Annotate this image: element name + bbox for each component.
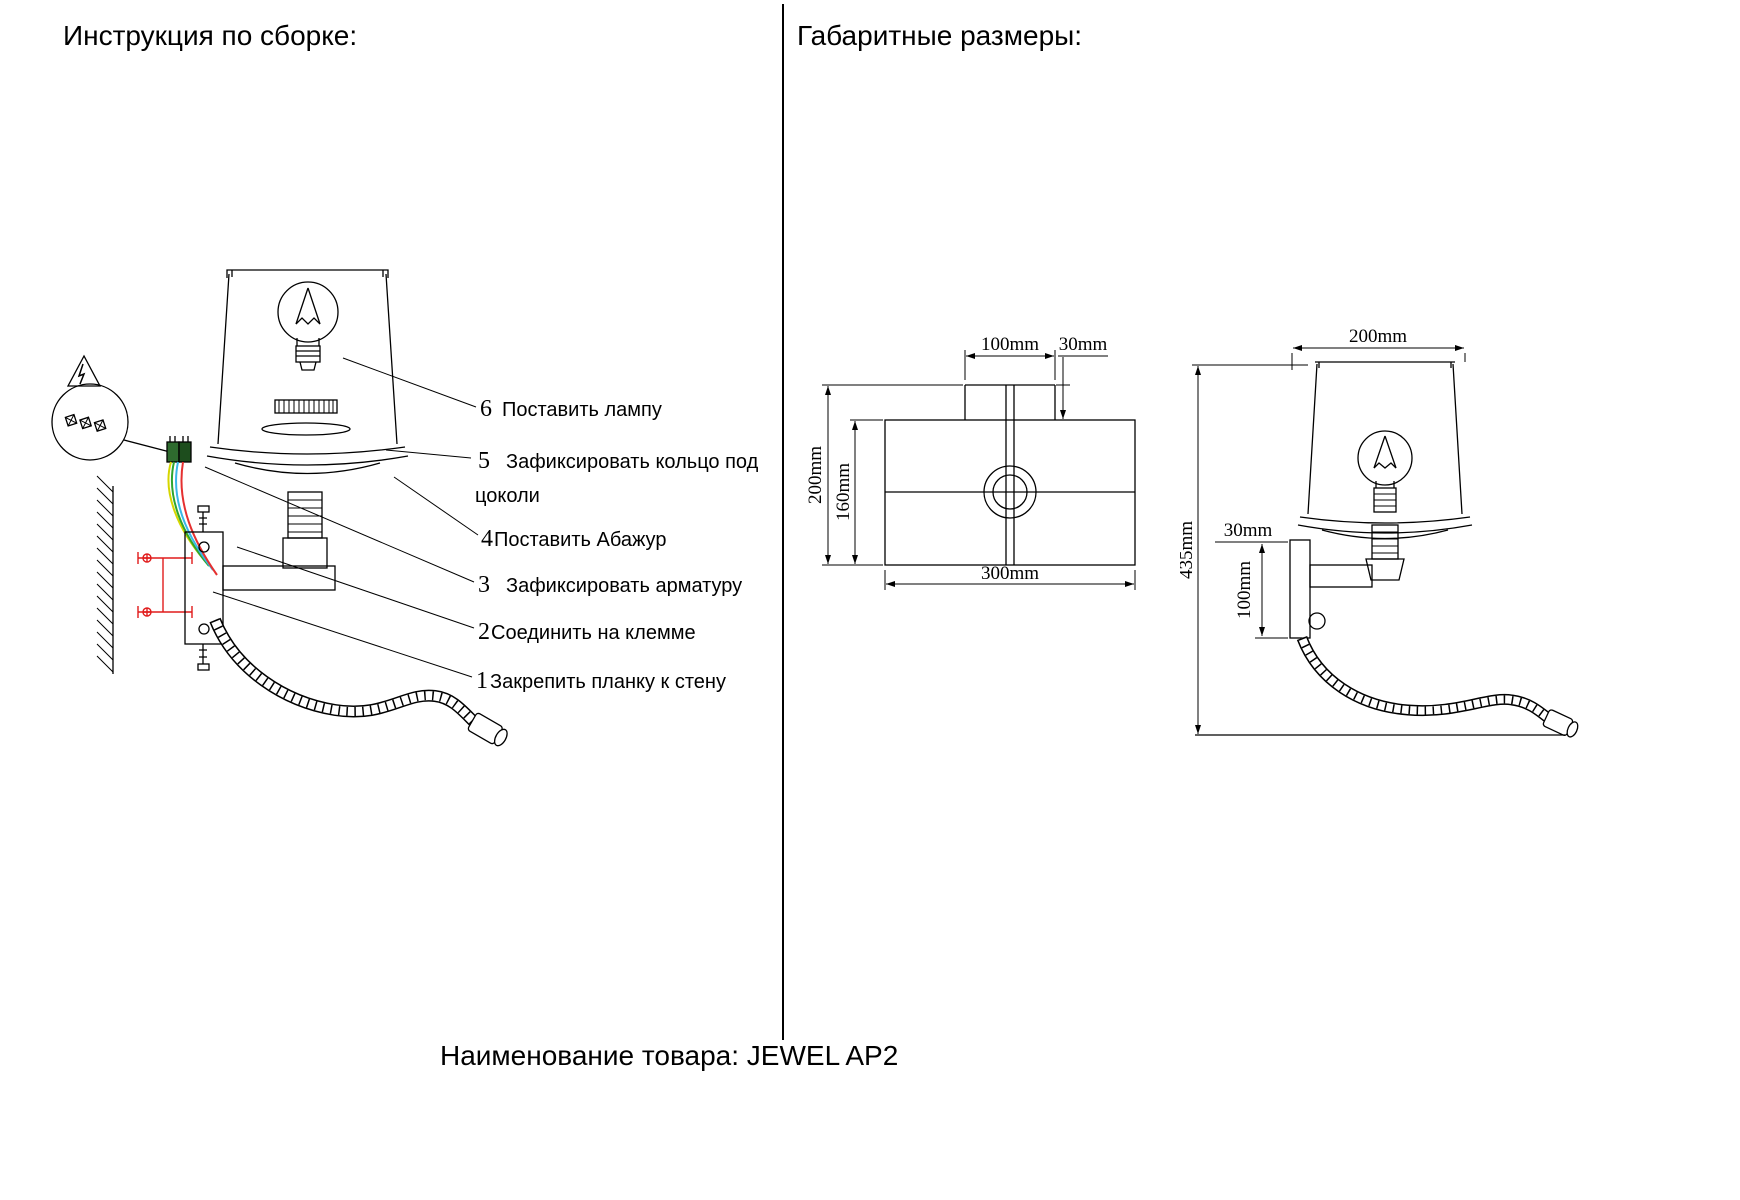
wall-hatching xyxy=(96,475,114,674)
mounting-marks xyxy=(137,552,193,618)
front-view-drawing: 100mm 30mm 200mm 160mm 300mm xyxy=(805,334,1136,590)
dim-front-width-top: 100mm xyxy=(981,334,1039,355)
dim-side-plate-offset: 30mm xyxy=(1224,520,1273,541)
leader-lines xyxy=(204,357,479,678)
lampshade-exploded xyxy=(206,269,409,475)
plate-arm-side xyxy=(1289,539,1373,639)
socket-side xyxy=(1365,524,1405,581)
step-5-label-line2: цоколи xyxy=(475,485,540,507)
assembly-title: Инструкция по сборке: xyxy=(63,20,358,51)
light-bulb xyxy=(277,281,339,371)
dimensions-title: Габаритные размеры: xyxy=(797,20,1083,51)
terminal-block xyxy=(166,436,192,463)
dim-side-height-total: 435mm xyxy=(1180,521,1197,579)
shade-front xyxy=(884,419,1136,566)
dim-front-width-bottom: 300mm xyxy=(981,563,1039,584)
dimension-lines-front xyxy=(822,350,1136,590)
dim-front-height-total: 200mm xyxy=(805,446,826,504)
step-3-label: Зафиксировать арматуру xyxy=(506,575,742,597)
step-5-number: 5 xyxy=(478,448,490,474)
step-1-number: 1 xyxy=(476,668,488,694)
canopy-front xyxy=(964,384,1056,420)
reading-light-head-side xyxy=(1542,709,1579,738)
gooseneck-flex-arm xyxy=(209,617,508,747)
dim-front-offset: 30mm xyxy=(1059,334,1108,355)
socket-ring-detail xyxy=(261,399,351,436)
step-6-number: 6 xyxy=(480,396,492,422)
step-1-label: Закрепить планку к стену xyxy=(490,671,726,693)
warning-triangle-icon xyxy=(66,354,102,387)
dim-side-plate-height: 100mm xyxy=(1234,561,1255,619)
side-view-drawing: 200mm 435mm 30mm 100mm xyxy=(1180,326,1579,738)
section-divider xyxy=(782,4,784,1040)
step-4-number: 4 xyxy=(481,526,493,552)
lamp-arm xyxy=(222,491,336,591)
dim-front-height-shade: 160mm xyxy=(833,463,854,521)
dimension-lines-side xyxy=(1192,345,1466,734)
step-labels: 6 Поставить лампу 5 Зафиксировать кольцо… xyxy=(475,396,759,694)
step-2-number: 2 xyxy=(478,619,490,645)
assembly-diagram: 6 Поставить лампу 5 Зафиксировать кольцо… xyxy=(51,269,759,747)
product-name: Наименование товара: JEWEL AP2 xyxy=(440,1040,899,1071)
bulb-side xyxy=(1357,430,1413,513)
reading-light-head xyxy=(467,712,508,747)
lightning-icon xyxy=(77,363,86,385)
step-3-number: 3 xyxy=(478,572,490,598)
step-4-label: Поставить Абажур xyxy=(494,529,666,551)
switch-knob xyxy=(1308,612,1326,630)
gooseneck-side xyxy=(1296,635,1579,738)
step-2-label: Соединить на клемме xyxy=(491,622,696,644)
dim-side-width-top: 200mm xyxy=(1349,326,1407,347)
warning-detail xyxy=(51,354,171,461)
step-5-label: Зафиксировать кольцо под xyxy=(506,451,759,473)
wires xyxy=(167,461,218,576)
step-6-label: Поставить лампу xyxy=(502,399,662,421)
mounting-plate xyxy=(184,505,224,671)
